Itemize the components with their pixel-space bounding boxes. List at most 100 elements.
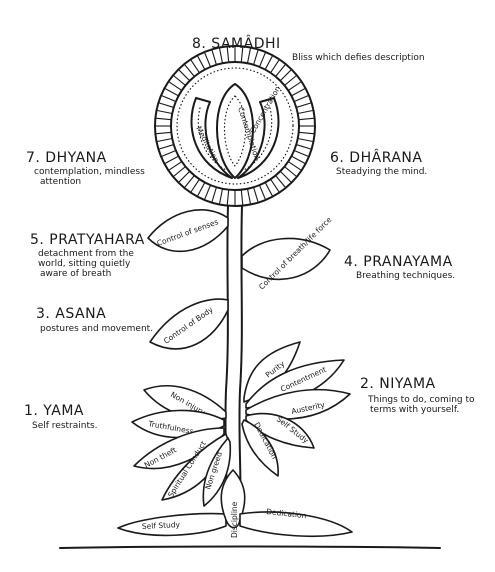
ring-tick [298, 131, 315, 135]
samadhi-desc: Bliss which defies description [292, 53, 425, 63]
bud-left-petal [190, 97, 233, 179]
ring-tick [287, 81, 302, 91]
ring-tick [270, 178, 280, 193]
ring-tick [284, 166, 298, 178]
flower-dotted-ring [176, 67, 294, 185]
ring-tick [240, 189, 244, 206]
bud-left-dots [197, 107, 227, 171]
ring-tick [291, 155, 306, 165]
ring-tick [264, 182, 274, 197]
ring-tick [253, 49, 259, 65]
ring-tick [172, 74, 186, 86]
pranayama-title: 4. PRANAYAMA [344, 254, 453, 270]
ring-tick [293, 94, 310, 103]
flower-head: Contemplation Meditation Concentration [154, 45, 316, 207]
pratyahara-desc-2: world, sitting quietly [38, 259, 131, 269]
ring-tick [168, 81, 183, 91]
ring-tick [287, 161, 302, 171]
ring-tick [226, 46, 230, 63]
niyama-title: 2. NIYAMA [360, 376, 436, 392]
svg-text:Dedication: Dedication [266, 507, 307, 520]
ring-tick [258, 184, 267, 201]
niyama-leaves: Purity Contentment Austerity Self Study … [241, 341, 351, 477]
ring-tick [240, 46, 244, 63]
ring-tick [298, 117, 315, 121]
dhyana-desc-1: contemplation, mindless [34, 167, 145, 177]
ring-tick [203, 51, 212, 68]
pratyahara-desc-1: detachment from the [38, 249, 134, 259]
ring-tick [253, 187, 259, 203]
ring-tick [196, 55, 206, 70]
ring-tick [172, 166, 186, 178]
svg-text:Self Study: Self Study [142, 520, 181, 531]
niyama-desc-1: Things to do, coming to [367, 395, 475, 405]
bud-right-dots [243, 107, 273, 171]
ring-tick [264, 55, 274, 70]
leaf-control-body: Control of Body [149, 298, 229, 350]
ring-tick [275, 175, 287, 189]
ring-tick [291, 87, 306, 97]
dhyana-desc-2: attention [40, 177, 81, 187]
ground-leaves: Self Study Discipline Dedication [59, 469, 441, 549]
ring-tick [284, 74, 298, 86]
ring-tick [156, 109, 173, 115]
ring-tick [158, 144, 174, 150]
ring-tick [156, 137, 173, 143]
pranayama-desc: Breathing techniques. [356, 271, 455, 281]
ring-tick [190, 59, 200, 74]
asana-desc: postures and movement. [40, 324, 153, 334]
ring-tick [258, 51, 267, 68]
ring-tick [178, 170, 191, 183]
bud-centre-dots [223, 95, 247, 167]
stem-right-edge [238, 205, 243, 521]
ring-tick [190, 178, 200, 193]
ring-tick [218, 188, 224, 205]
bud-right-petal [237, 97, 280, 179]
ring-tick [196, 182, 206, 197]
bud-centre-petal [216, 83, 254, 179]
leaf-control-breath: Control of breath/life force [241, 215, 334, 291]
ring-tick [279, 170, 292, 183]
yama-desc: Self restraints. [32, 421, 98, 431]
ring-tick [296, 144, 312, 150]
ring-tick [164, 87, 179, 97]
flower-petal-ticks [155, 46, 315, 206]
ring-tick [178, 69, 191, 82]
ring-tick [164, 155, 179, 165]
dharana-title: 6. DHÂRANA [330, 148, 422, 166]
ring-tick [160, 94, 177, 103]
svg-text:Discipline: Discipline [230, 501, 239, 538]
dharana-desc: Steadying the mind. [336, 167, 427, 177]
ring-tick [297, 137, 314, 143]
ring-tick [246, 47, 252, 64]
ring-tick [203, 184, 212, 201]
ring-tick [211, 49, 217, 65]
flower-inner-ring [170, 61, 300, 191]
asana-title: 3. ASANA [36, 306, 106, 322]
niyama-desc-2: terms with yourself. [370, 405, 459, 415]
ring-tick [155, 117, 172, 121]
leaf-control-senses: Control of senses [147, 209, 229, 253]
ring-tick [183, 175, 195, 189]
ring-tick [218, 47, 224, 64]
ground-line [59, 545, 441, 549]
yama-title: 1. YAMA [24, 403, 84, 419]
ring-tick [160, 149, 177, 158]
ring-tick [279, 69, 292, 82]
ring-tick [297, 109, 314, 115]
ring-tick [275, 63, 287, 77]
pratyahara-desc-3: aware of breath [40, 269, 111, 279]
samadhi-title: 8. SAMÂDHI [192, 34, 281, 52]
ring-tick [155, 131, 172, 135]
dhyana-title: 7. DHYANA [26, 150, 107, 166]
ring-tick [246, 188, 252, 205]
ring-tick [270, 59, 280, 74]
ring-tick [296, 102, 312, 108]
pratyahara-title: 5. PRATYAHARA [30, 232, 145, 248]
ring-tick [293, 149, 310, 158]
ring-tick [183, 63, 195, 77]
ring-tick [158, 102, 174, 108]
ring-tick [226, 189, 230, 206]
ring-tick [168, 161, 183, 171]
